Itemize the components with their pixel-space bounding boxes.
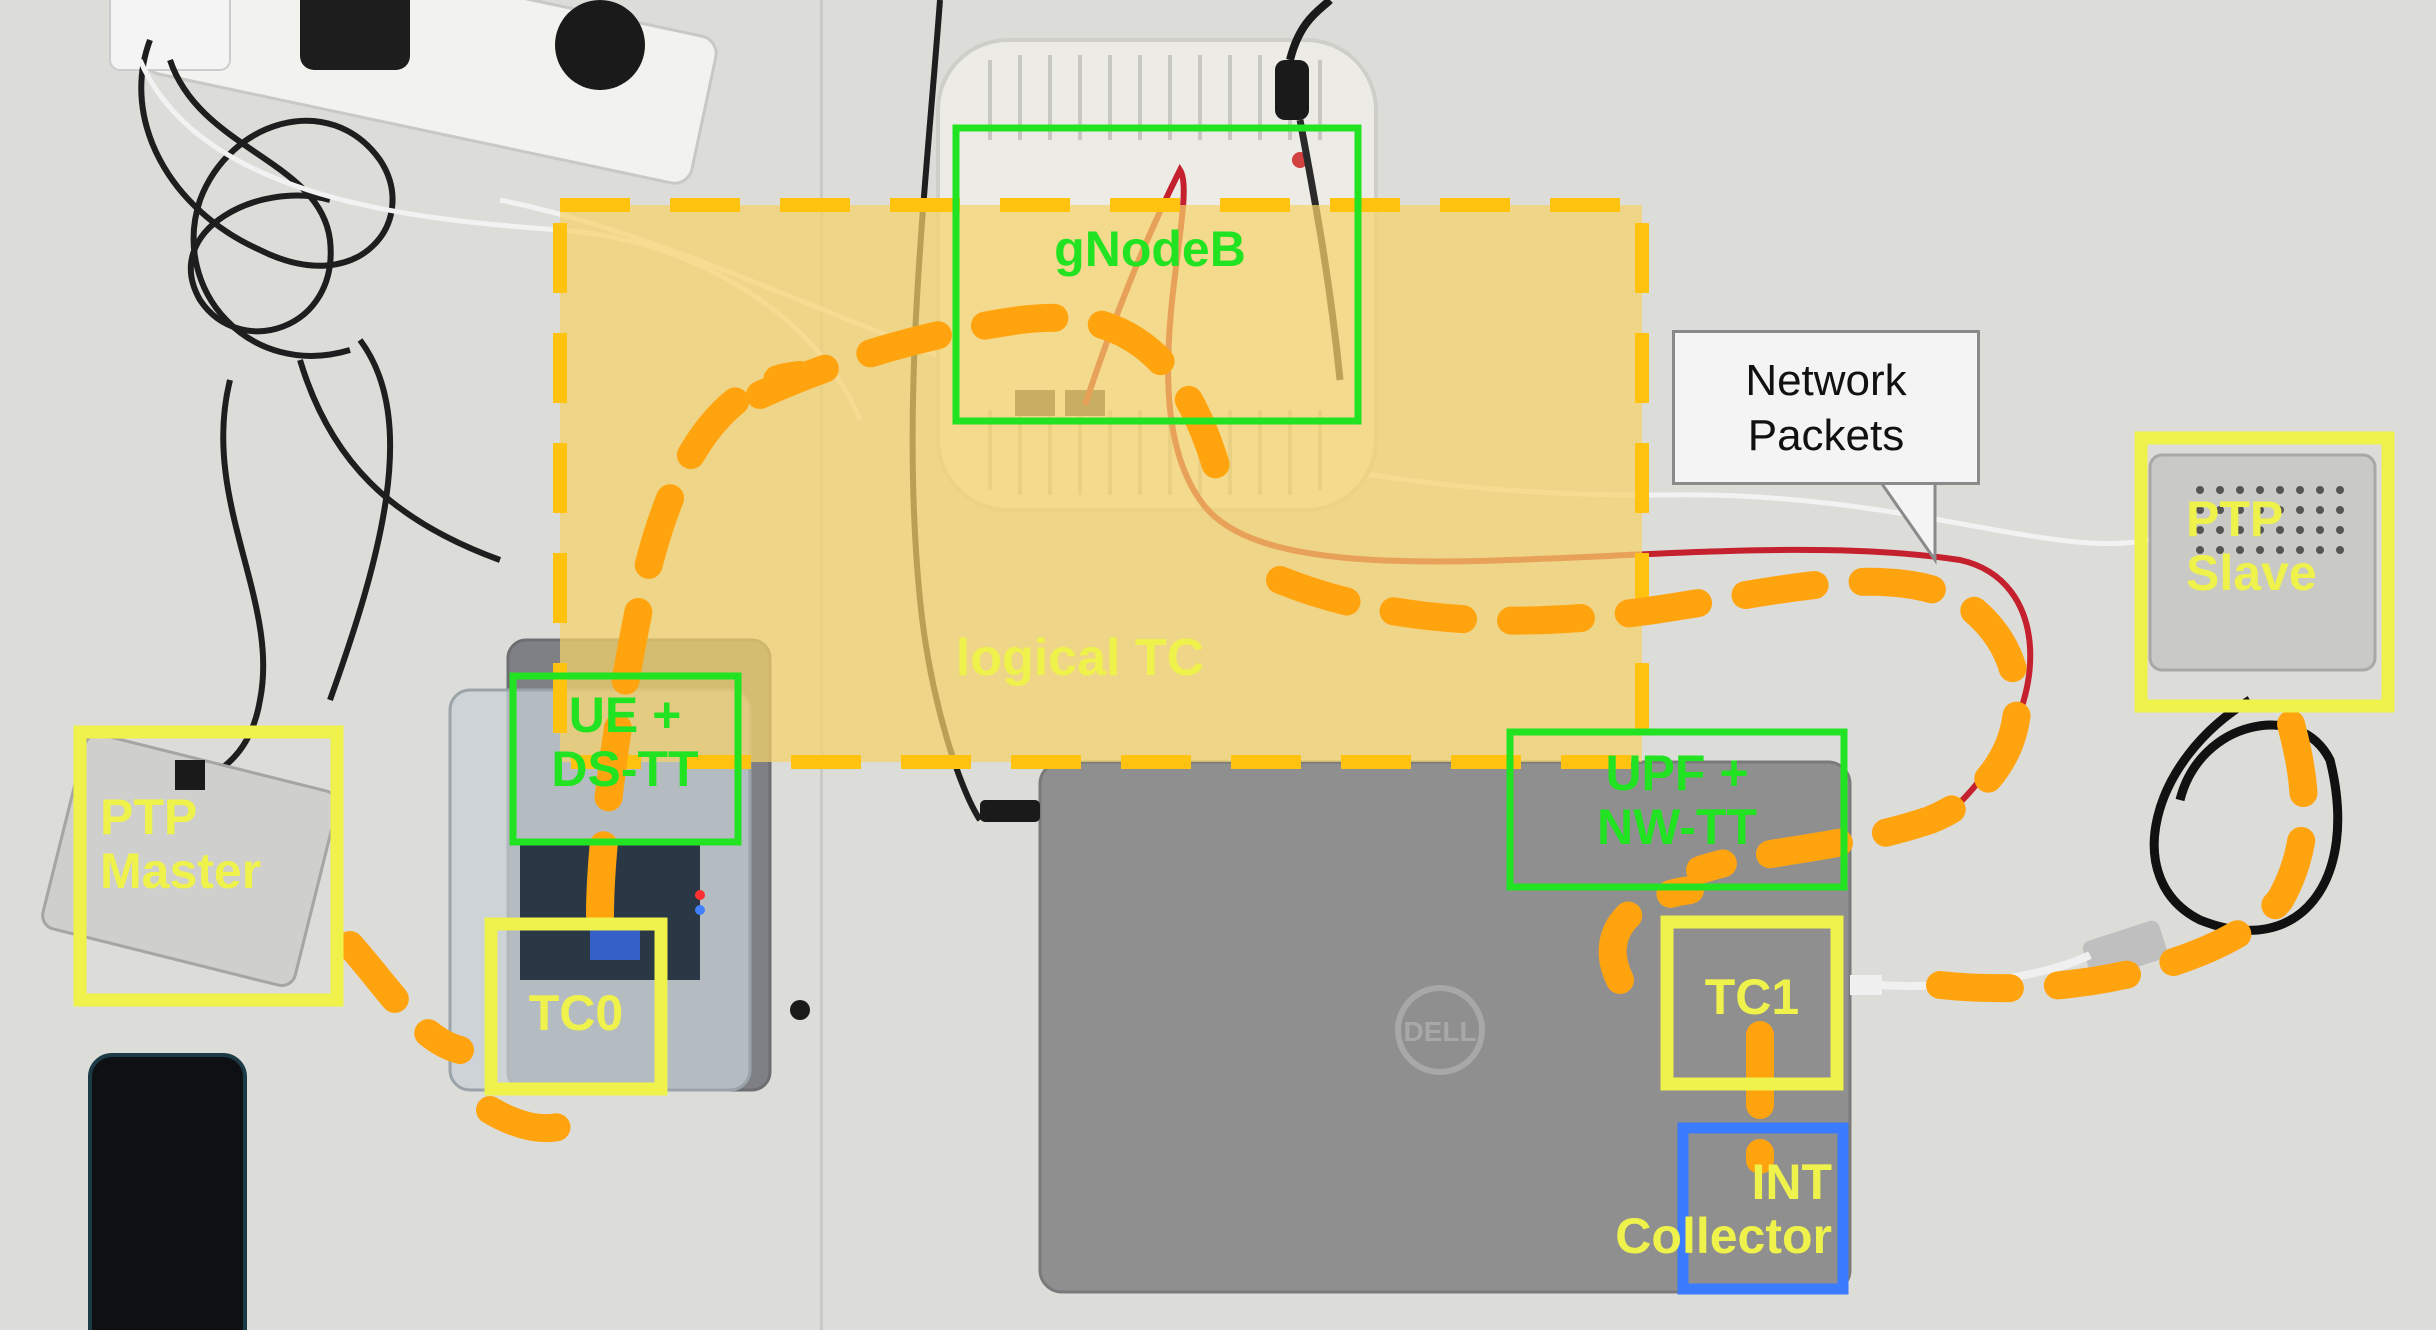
ptp-slave-device <box>2082 453 2377 980</box>
int-collector-line2: Collector <box>1615 1208 1832 1264</box>
ptp-master-box <box>73 725 344 1007</box>
laptop: DELL <box>980 760 1882 1294</box>
tc1-label-text: TC1 <box>1704 969 1800 1025</box>
ptp-slave-box <box>2134 431 2395 713</box>
upf-nw-tt-line2: NW-TT <box>1596 799 1758 855</box>
power-strip <box>109 0 718 185</box>
network-packet-path <box>336 303 2318 1174</box>
tc0-box <box>484 917 668 1096</box>
ue-ds-tt-label: UE + DS-TT <box>520 688 730 796</box>
tc0-label: TC0 <box>505 986 647 1040</box>
ue-ds-tt-box <box>509 672 742 846</box>
upf-nw-tt-line1: UPF + <box>1605 745 1749 801</box>
tc0-label-text: TC0 <box>528 985 624 1041</box>
ptp-master-label: PTP Master <box>100 790 261 898</box>
int-collector-box <box>1677 1122 1849 1295</box>
tc1-box <box>1660 915 1844 1091</box>
upf-nw-tt-label: UPF + NW-TT <box>1520 746 1834 854</box>
upf-nw-tt-box <box>1506 728 1848 891</box>
network-packets-callout: Network Packets <box>1672 330 1980 485</box>
logical-tc-area <box>560 205 1642 762</box>
tc1-label: TC1 <box>1682 970 1822 1024</box>
ptp-master-device <box>41 732 339 988</box>
network-packets-line2: Packets <box>1747 410 1905 460</box>
laptop-logo-text: DELL <box>1403 1016 1476 1047</box>
ptp-master-line1: PTP <box>100 789 198 845</box>
int-collector-line1: INT <box>1751 1154 1832 1210</box>
ptp-slave-label: PTP Slave <box>2186 492 2317 600</box>
network-packets-line1: Network <box>1745 355 1907 405</box>
smartphone <box>88 1053 247 1330</box>
gnodeb-label-text: gNodeB <box>1054 221 1246 277</box>
gnodeb-label: gNodeB <box>1000 222 1300 276</box>
ptp-master-line2: Master <box>100 843 262 899</box>
int-collector-label: INT Collector <box>1570 1155 1832 1263</box>
ue-ds-tt-line1: UE + <box>568 687 682 743</box>
ptp-slave-line2: Slave <box>2186 545 2317 601</box>
logical-tc-label: logical TC <box>920 630 1240 686</box>
gnodeb-box <box>952 124 1362 425</box>
ptp-slave-line1: PTP <box>2186 491 2284 547</box>
ue-ds-tt-line2: DS-TT <box>551 741 699 797</box>
logical-tc-border <box>553 198 1649 769</box>
logical-tc-label-text: logical TC <box>955 629 1205 687</box>
callout-tail <box>1877 479 1937 565</box>
